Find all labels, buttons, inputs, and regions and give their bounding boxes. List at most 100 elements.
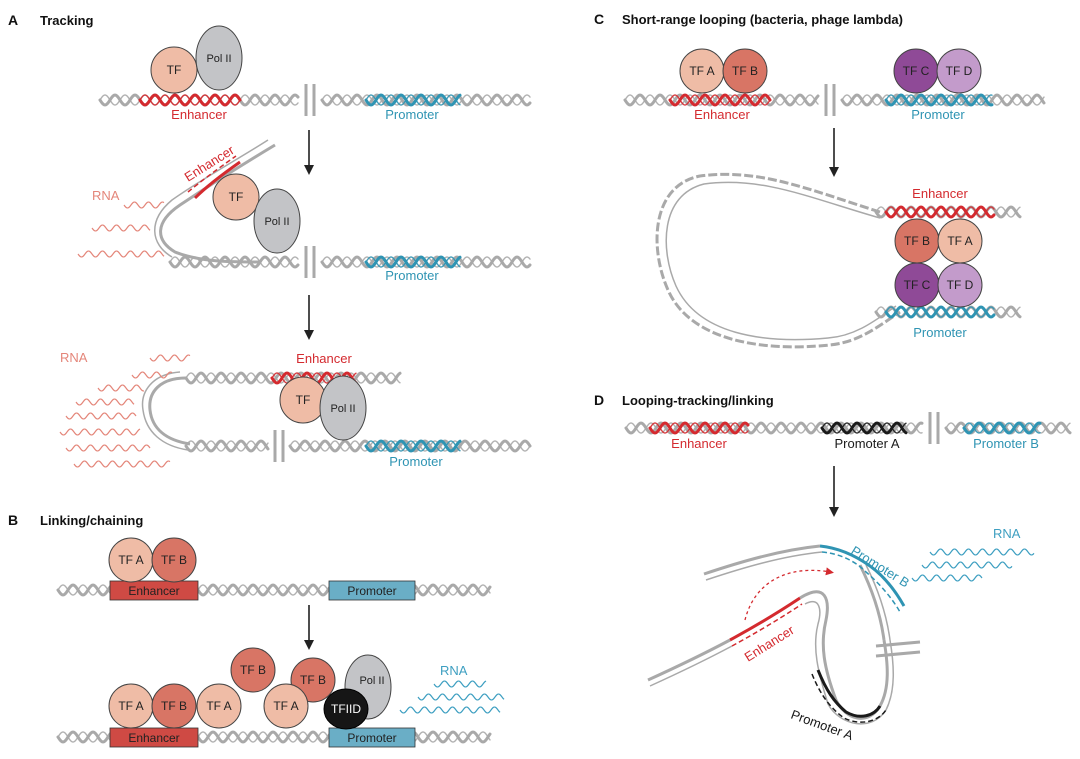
- tf-label: TF: [167, 63, 182, 77]
- interaction-arrow: [744, 567, 834, 621]
- pol-ii-ellipse: [195, 25, 243, 91]
- enhancer-segment: [187, 155, 237, 193]
- tf-a-label: TF A: [273, 699, 298, 713]
- tf-b-circle: [151, 537, 197, 583]
- promoter-b-segment: [962, 421, 1042, 435]
- rna-transcript: [65, 444, 151, 452]
- tf-a-label: TF A: [118, 699, 143, 713]
- tf-label: TF: [296, 393, 311, 407]
- tf-b-label: TF B: [732, 64, 758, 78]
- dna-loop: [858, 564, 886, 641]
- break-mark: [822, 84, 838, 116]
- pol-ii-label: Pol II: [330, 403, 355, 415]
- dna-loop: [141, 371, 189, 451]
- enhancer-segment: [193, 160, 241, 200]
- dna-strand: [647, 638, 731, 682]
- rna-transcript: [417, 693, 505, 701]
- panel-d-title: Looping-tracking/linking: [622, 393, 774, 408]
- break-mark: [875, 640, 921, 658]
- enhancer-segment: [729, 596, 801, 642]
- tf-a-label: TF A: [947, 234, 972, 248]
- rna-transcript: [97, 384, 144, 392]
- tf-b-label: TF B: [161, 553, 187, 567]
- tf-d-label: TF D: [946, 64, 973, 78]
- rna-label: RNA: [440, 663, 468, 678]
- panel-b: B Linking/chaining Enhancer Promoter TF …: [8, 512, 505, 748]
- tf-c-label: TF C: [903, 64, 930, 78]
- promoter-b-label: Promoter B: [848, 543, 912, 591]
- promoter-segment: [364, 93, 462, 107]
- enhancer-label: Enhancer: [128, 731, 179, 745]
- panel-a-step1: TF Pol II Enhancer Promoter: [98, 25, 532, 122]
- tf-a-circle: [263, 683, 309, 729]
- pol-ii-ellipse: [319, 375, 367, 441]
- tfiid-label: TFIID: [331, 702, 361, 716]
- rna-label: RNA: [92, 188, 120, 203]
- rna-transcript: [149, 354, 191, 362]
- promoter-a-segment: [820, 421, 908, 435]
- panel-b-step1: Enhancer Promoter TF A TF B: [56, 537, 492, 601]
- rna-transcript: [59, 428, 141, 436]
- dna-loop: [665, 181, 897, 341]
- rna-transcript: [131, 371, 173, 379]
- tf-b-circle: [230, 647, 276, 693]
- pol-ii-label: Pol II: [264, 216, 289, 228]
- enhancer-label: Enhancer: [128, 584, 179, 598]
- promoter-label: Promoter: [347, 584, 396, 598]
- panel-d-step2: Enhancer Promoter A Promoter B RNA: [647, 526, 1035, 743]
- pol-ii-label: Pol II: [359, 675, 384, 687]
- pol-ii-ellipse: [253, 188, 301, 254]
- dna-loop: [148, 376, 191, 446]
- enhancer-label: Enhancer: [296, 351, 352, 366]
- panel-d-letter: D: [594, 392, 604, 408]
- promoter-segment: [884, 93, 994, 107]
- dna-strand: [649, 645, 733, 687]
- dna-loop: [655, 172, 901, 349]
- promoter-label: Promoter: [913, 325, 967, 340]
- panel-b-letter: B: [8, 512, 18, 528]
- promoter-b-label: Promoter B: [973, 436, 1039, 451]
- enhancer-label: Enhancer: [912, 186, 968, 201]
- panel-a-letter: A: [8, 12, 18, 28]
- dna-loop: [799, 590, 889, 720]
- enhancer-segment: [884, 205, 996, 219]
- dna-strand: [705, 551, 823, 581]
- tf-b-label: TF B: [161, 699, 187, 713]
- promoter-label: Promoter: [911, 107, 965, 122]
- rna-transcript: [77, 250, 165, 258]
- tf-b-label: TF B: [904, 234, 930, 248]
- pol-ii-label: Pol II: [206, 53, 231, 65]
- panel-c-letter: C: [594, 11, 604, 27]
- rna-transcript: [123, 201, 165, 209]
- dna-loop: [159, 143, 276, 264]
- dna-strand: [624, 421, 924, 435]
- promoter-a-segment: [811, 673, 887, 723]
- rna-transcript: [911, 574, 983, 582]
- tf-d-circle: [936, 48, 982, 94]
- break-mark: [302, 246, 318, 278]
- tf-b-circle: [151, 683, 197, 729]
- panel-a: A Tracking TF Pol II Enhancer Promoter E…: [8, 12, 532, 469]
- rna-transcript: [65, 412, 137, 420]
- dna-strand: [320, 255, 532, 269]
- tf-d-label: TF D: [947, 278, 974, 292]
- tf-a-label: TF A: [118, 553, 143, 567]
- promoter-label: Promoter: [389, 454, 443, 469]
- enhancer-label: Enhancer: [694, 107, 750, 122]
- dna-strand: [288, 439, 532, 453]
- enhancer-label: Enhancer: [671, 436, 727, 451]
- rna-transcript: [929, 548, 1035, 556]
- enhancer-label: Enhancer: [171, 107, 227, 122]
- dna-loop: [804, 601, 895, 725]
- tf-d-circle: [937, 262, 983, 308]
- enhancer-box: [109, 727, 199, 748]
- tf-circle: [212, 173, 260, 221]
- promoter-segment: [364, 255, 462, 269]
- rna-transcript: [75, 398, 135, 406]
- tf-b-circle: [722, 48, 768, 94]
- tf-circle: [150, 46, 198, 94]
- dna-strand: [840, 93, 1046, 107]
- enhancer-segment: [668, 93, 772, 107]
- tf-c-label: TF C: [904, 278, 931, 292]
